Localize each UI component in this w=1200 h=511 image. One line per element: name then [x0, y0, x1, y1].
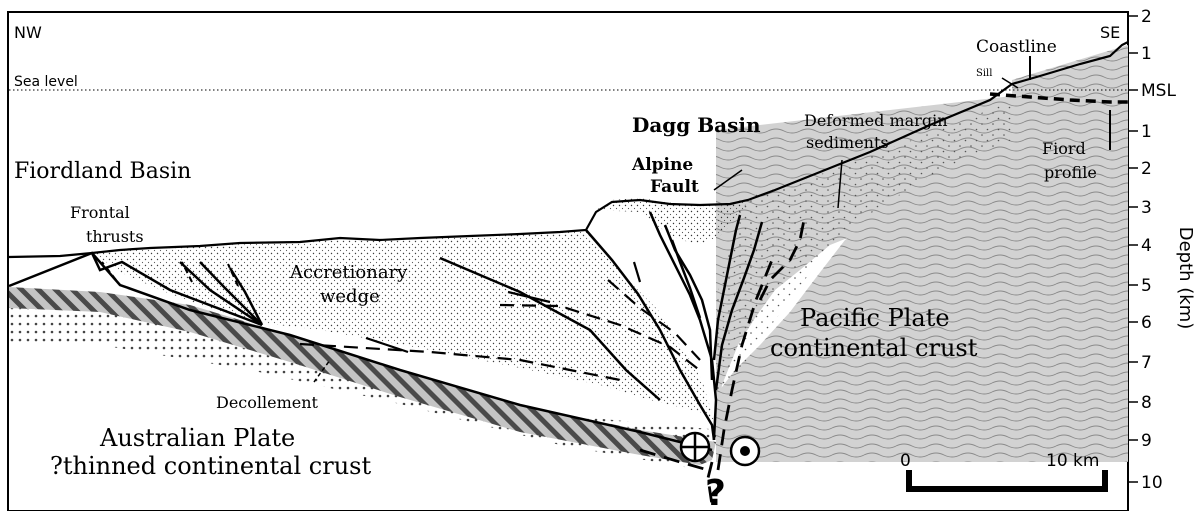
frontal-thrusts-label-2: thrusts: [86, 227, 144, 246]
unknown-mark: ?: [705, 473, 726, 511]
fiord-label-1: Fiord: [1042, 139, 1086, 158]
coastline-label: Coastline: [976, 37, 1057, 57]
depth-tick-label: 9: [1141, 431, 1152, 451]
depth-tick-label: 1: [1141, 44, 1152, 64]
depth-tick-label: 7: [1141, 353, 1152, 373]
away-symbol-icon: [681, 433, 709, 461]
scale-end-label: 10 km: [1046, 451, 1099, 471]
deformed-label-1: Deformed margin: [804, 111, 948, 130]
alpine-fault-label-1: Alpine: [631, 155, 693, 175]
pacific-label-2: continental crust: [770, 334, 978, 362]
depth-tick-label: 8: [1141, 393, 1152, 413]
dagg-basin-label: Dagg Basin: [632, 113, 761, 137]
depth-tick-label: 1: [1141, 122, 1152, 142]
sea-level-label: Sea level: [14, 74, 78, 90]
depth-axis-title: Depth (km): [1175, 227, 1196, 330]
frontal-thrusts-label-1: Frontal: [70, 203, 130, 222]
depth-tick-label: 2: [1141, 7, 1152, 27]
sill-label: Sill: [976, 68, 992, 79]
fiordland-basin-label: Fiordland Basin: [14, 159, 191, 184]
alpine-fault-label-2: Fault: [650, 177, 699, 197]
depth-tick-label: 3: [1141, 198, 1152, 218]
accretionary-label-1: Accretionary: [289, 262, 408, 283]
fiord-label-2: profile: [1044, 163, 1097, 182]
se-label: SE: [1100, 23, 1120, 42]
nw-label: NW: [14, 23, 42, 42]
australian-label-2: ?thinned continental crust: [50, 452, 371, 480]
depth-tick-label: 10: [1141, 473, 1163, 493]
decollement-label: Decollement: [216, 393, 319, 412]
depth-tick-label: 6: [1141, 313, 1152, 333]
depth-tick-label: MSL: [1141, 81, 1176, 101]
depth-tick-label: 4: [1141, 236, 1152, 256]
accretionary-label-2: wedge: [320, 286, 380, 307]
scale-start-label: 0: [900, 451, 911, 471]
pacific-label-1: Pacific Plate: [800, 304, 950, 332]
depth-tick-label: 5: [1141, 276, 1152, 296]
australian-label-1: Australian Plate: [99, 424, 295, 452]
depth-tick-label: 2: [1141, 159, 1152, 179]
deformed-label-2: sediments: [806, 133, 889, 152]
toward-symbol-icon: [731, 437, 759, 465]
